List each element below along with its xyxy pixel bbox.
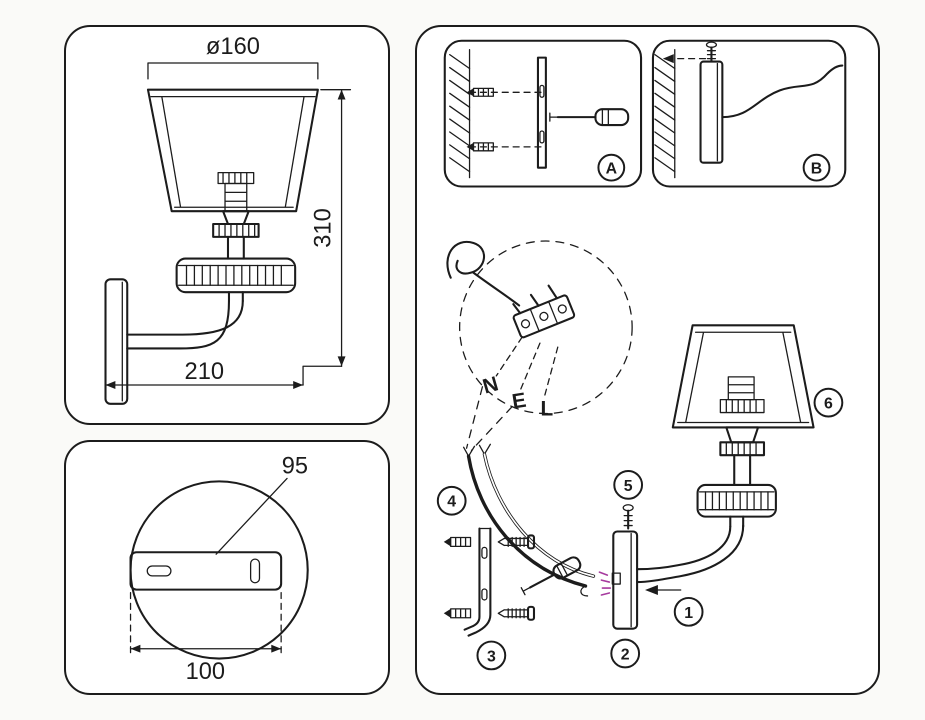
slot-dimension: 95	[215, 453, 308, 555]
depth-label: 210	[185, 359, 225, 385]
step-a-panel: A	[443, 39, 643, 188]
height-dimension: 310	[311, 89, 352, 367]
screw-icon	[705, 41, 718, 62]
insert-arrow	[645, 585, 682, 595]
assembled-lamp	[636, 324, 815, 584]
power-cable	[721, 64, 844, 119]
side-view-drawing: ø160	[104, 34, 352, 405]
step-2-label: 2	[621, 646, 630, 663]
step-2-badge: 2	[610, 638, 641, 669]
plate-width-label: 100	[186, 659, 225, 685]
slot-distance-label: 95	[282, 453, 308, 479]
socket-assembly	[212, 172, 260, 260]
arm-and-wallplate	[104, 278, 244, 405]
wall-plate-side	[699, 60, 724, 164]
installation-panel: A B	[415, 25, 880, 695]
side-view-panel: ø160	[64, 25, 390, 425]
step-1-badge: 1	[673, 596, 704, 627]
earth-wire-loop	[446, 240, 485, 279]
step-b-badge: B	[802, 153, 831, 182]
step-6-badge: 6	[813, 387, 844, 418]
bracket-edge-view	[536, 56, 547, 169]
backplate-drawing: 95 100	[129, 453, 309, 685]
step-3-label: 3	[487, 648, 496, 665]
step-5-label: 5	[624, 478, 633, 495]
backplate	[129, 480, 309, 660]
lampshade	[146, 88, 319, 213]
wall-hatching	[449, 54, 471, 173]
terminal-block	[512, 284, 576, 339]
wire-neutral-label: N	[480, 372, 501, 398]
wall-hatching	[654, 54, 676, 173]
step-b-panel: B	[651, 39, 847, 188]
step-a-badge: A	[597, 153, 626, 182]
wiring-callout: N E L	[446, 240, 633, 451]
depth-dimension: 210	[104, 359, 343, 398]
step-a-label: A	[606, 161, 618, 178]
mounting-bracket	[463, 527, 492, 637]
height-label: 310	[311, 208, 337, 248]
wall-plate	[611, 530, 639, 630]
step-6-label: 6	[824, 396, 833, 413]
keyhole-slot-left	[146, 565, 172, 577]
anchor-screw-set	[443, 534, 582, 621]
step-b-label: B	[811, 161, 822, 178]
insert-direction-arrow	[662, 54, 674, 64]
step-5-badge: 5	[613, 470, 644, 500]
step-1-label: 1	[684, 605, 693, 622]
width-dimension: 100	[129, 591, 282, 685]
wire-live-label: L	[541, 398, 554, 421]
wire-connection-marks	[598, 571, 612, 596]
step-4-label: 4	[447, 494, 456, 511]
wall-anchor-icon	[466, 87, 494, 152]
plate-slot	[611, 572, 621, 585]
step-4-badge: 4	[436, 485, 467, 516]
backplate-view-panel: 95 100	[64, 440, 390, 695]
screwdriver-icon-2	[520, 556, 582, 596]
fluted-disc	[175, 257, 297, 294]
installation-drawing: A B	[436, 39, 847, 671]
screwdriver-icon	[549, 108, 630, 127]
diameter-dimension: ø160	[147, 34, 319, 80]
slot-right	[249, 558, 261, 584]
step-3-badge: 3	[476, 640, 507, 671]
supply-wires	[462, 443, 612, 597]
screw-5-icon	[622, 504, 634, 530]
wire-earth-label: E	[510, 389, 527, 414]
diameter-label: ø160	[206, 34, 260, 60]
